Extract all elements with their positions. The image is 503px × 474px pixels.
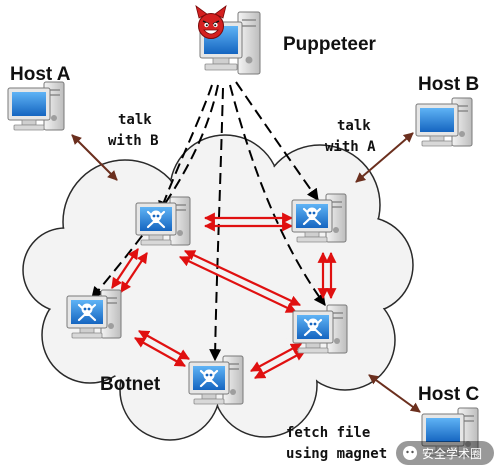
fetch-file-line-1: fetch file [286,425,370,441]
p2p-links [111,212,337,379]
host-links [71,132,421,413]
command-lines [91,81,326,362]
host-b-computer [415,97,473,147]
talk-with-b-line-1: talk [118,112,152,128]
command-line-to-bot-3 [209,87,224,362]
desktop-computer-icon [7,81,65,131]
host-a-label: Host A [10,64,71,85]
puppeteer-label: Puppeteer [283,34,377,55]
wechat-icon [403,446,417,460]
p2p-link-1-3b [120,252,148,293]
host-c-label: Host C [418,384,480,405]
command-line-to-bot-4 [229,84,326,306]
talk-with-a-line-2: with A [325,139,376,155]
host-b-label: Host B [418,74,479,95]
host-b-link [355,132,414,183]
host-c-link [368,374,421,413]
p2p-link-5-4b [250,343,302,372]
command-line-to-bot-5 [235,81,319,201]
host-a-computer [7,81,65,131]
host-a-link [71,134,118,181]
p2p-link-1-4b [184,250,301,306]
command-line-to-bot-1 [158,84,213,214]
devil-icon [195,5,227,39]
desktop-computer-icon [415,97,473,147]
botnet-label: Botnet [100,374,161,395]
fetch-file-line-2: using magnet [286,446,387,462]
watermark-text: 安全学术圈 [422,446,482,461]
command-line-to-bot-2 [91,84,219,299]
puppeteer-computer [195,5,261,75]
talk-with-b-line-2: with B [108,133,159,149]
watermark: 安全学术圈 [396,441,494,465]
talk-with-a-line-1: talk [337,118,371,134]
p2p-link-3-5b [138,330,190,360]
